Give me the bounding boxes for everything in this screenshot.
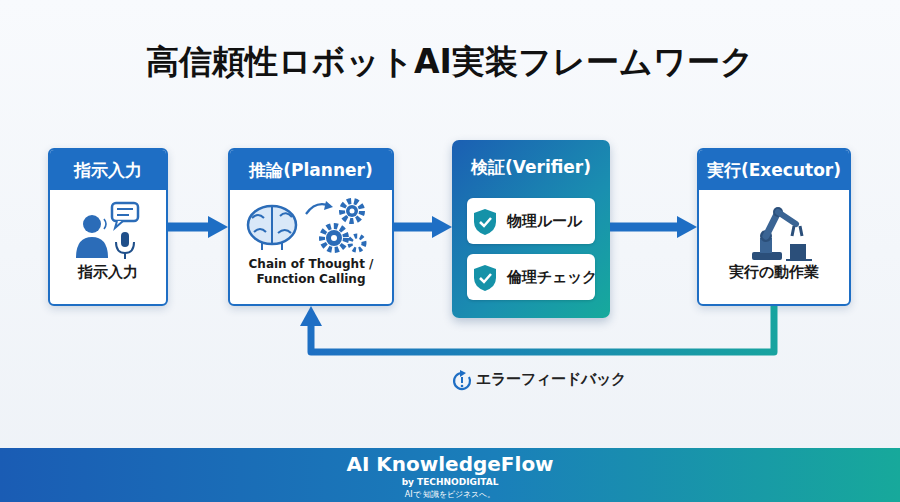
shield-icon [474, 265, 496, 291]
node-heading: 推論(Planner) [230, 150, 392, 190]
node-heading: 指示入力 [50, 150, 166, 190]
edge-label: エラーフィードバック [476, 370, 626, 389]
node-heading: 倫理チェック [507, 254, 593, 300]
footer-band: AI KnowledgeFlowby TECHNODIGITAL AIで 知識をビ… [0, 448, 900, 502]
speaker-icon [76, 203, 138, 259]
check-item: 倫理チェック [467, 254, 595, 300]
diagram-title: 高信頼性ロボットAI実装フレームワーク [0, 40, 900, 85]
node-body: AIで 知識をビジネスへ。 [0, 489, 900, 500]
flow-arrow [610, 223, 677, 232]
flow-arrow [394, 223, 432, 232]
node-body: 指示入力 [54, 263, 162, 283]
feedback-arrow [311, 306, 774, 352]
flow-arrow [168, 223, 208, 232]
process-box: 推論(Planner) Chain of Thought / Function C… [228, 148, 394, 306]
node-body: Chain of Thought / Function Calling [234, 257, 388, 288]
gear-icon [306, 201, 364, 250]
node-heading: AI KnowledgeFlow [0, 452, 900, 476]
node-heading: 検証(Verifier) [452, 156, 610, 179]
feedback-icon [454, 370, 470, 389]
process-box: 実行(Executor) 実行の動作業 [697, 148, 851, 306]
brain-icon [248, 206, 296, 250]
robot-arm-icon [752, 207, 812, 260]
verifier-box: 検証(Verifier) 物理ルール倫理チェック [452, 140, 610, 318]
shield-icon [474, 209, 496, 235]
process-box: 指示入力指示入力 [48, 148, 168, 306]
node-body: 実行の動作業 [703, 263, 845, 283]
node-heading: 実行(Executor) [699, 150, 849, 190]
node-heading: 物理ルール [507, 198, 593, 244]
node-body: by TECHNODIGITAL [0, 477, 900, 487]
check-item: 物理ルール [467, 198, 595, 244]
